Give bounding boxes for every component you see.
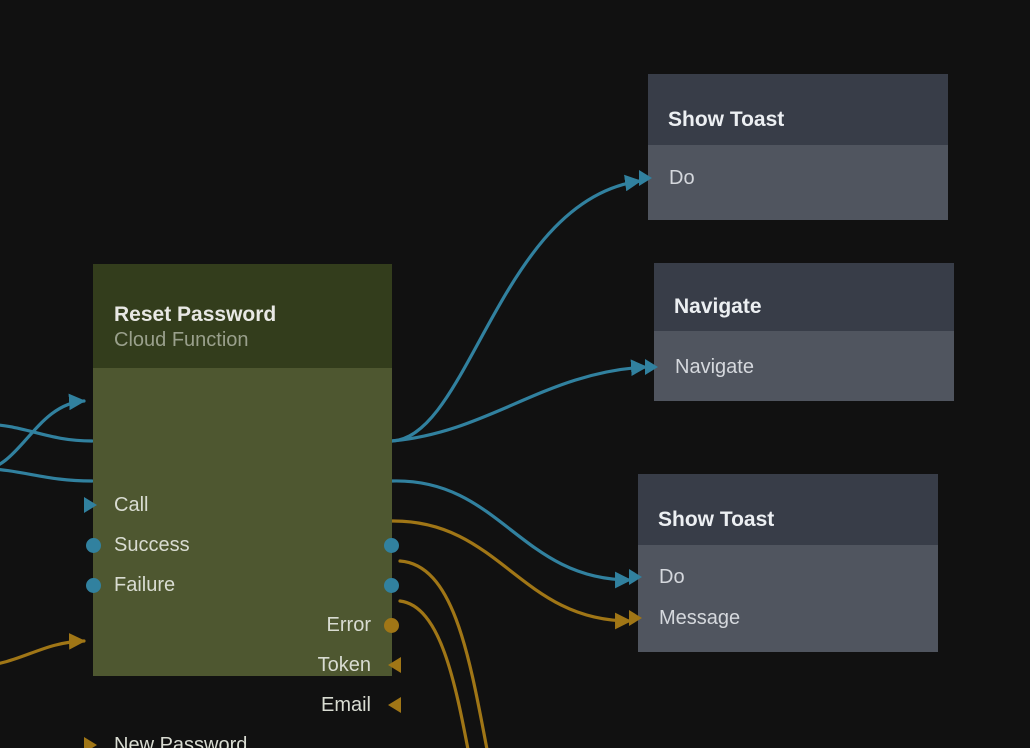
node-body: Call Success Failure New Password: [84, 368, 401, 748]
node-title: Show Toast: [668, 107, 785, 131]
node-subtitle: Cloud Function: [114, 328, 249, 351]
wire-in-failure: [0, 468, 94, 483]
node-navigate[interactable]: Navigate Navigate: [645, 263, 954, 401]
node-show-toast-1[interactable]: Show Toast Do: [639, 74, 948, 220]
data-arrow-icon[interactable]: [388, 657, 401, 673]
node-show-toast-2[interactable]: Show Toast Do Message: [629, 474, 938, 652]
port-row-do[interactable]: Do: [639, 165, 695, 191]
wire-in-new-password: [0, 633, 86, 665]
node-body: Do Message: [629, 545, 938, 652]
port-label: Success: [114, 534, 190, 556]
data-dot-icon[interactable]: [384, 618, 399, 633]
node-reset-password[interactable]: Reset Password Cloud Function Call Succe…: [84, 264, 401, 748]
node-body: Do: [639, 145, 948, 220]
exec-dot-icon[interactable]: [86, 538, 101, 553]
port-label: Call: [114, 494, 149, 516]
port-label: Token: [317, 654, 371, 676]
port-row-email[interactable]: Email: [320, 692, 401, 718]
port-row-token[interactable]: Token: [317, 652, 401, 678]
exec-arrow-icon[interactable]: [629, 569, 642, 585]
node-title: Reset Password: [114, 302, 277, 326]
wire-success-to-toast1-do: [390, 174, 642, 443]
port-label: Message: [659, 607, 741, 629]
port-row-exec-out-2[interactable]: [371, 572, 399, 598]
port-label: Do: [669, 167, 695, 189]
data-arrow-icon[interactable]: [629, 610, 642, 626]
port-label: Navigate: [675, 356, 754, 378]
port-row-navigate[interactable]: Navigate: [645, 354, 754, 380]
port-label: New Password: [114, 734, 248, 748]
port-row-exec-out-1[interactable]: [371, 532, 399, 558]
exec-arrow-icon[interactable]: [639, 170, 652, 186]
exec-dot-icon[interactable]: [86, 578, 101, 593]
node-header[interactable]: Show Toast: [648, 74, 948, 145]
port-row-success[interactable]: Success: [86, 532, 190, 558]
wire-email-from-offscreen: [398, 599, 470, 748]
node-title: Navigate: [674, 294, 762, 318]
port-row-failure[interactable]: Failure: [86, 572, 176, 598]
port-row-error[interactable]: Error: [326, 612, 399, 638]
data-arrow-icon[interactable]: [388, 697, 401, 713]
wire-error-to-toast2-message: [390, 519, 632, 630]
wire-failure-to-toast2-do: [390, 479, 632, 589]
port-row-call[interactable]: Call: [84, 492, 149, 518]
exec-dot-icon[interactable]: [384, 538, 399, 553]
node-header[interactable]: Navigate: [654, 263, 954, 331]
port-row-do[interactable]: Do: [629, 564, 685, 590]
wire-in-call: [0, 393, 86, 466]
port-row-new-password[interactable]: New Password: [84, 732, 248, 748]
data-arrow-icon[interactable]: [84, 737, 97, 748]
node-header[interactable]: Reset Password Cloud Function: [93, 264, 392, 368]
exec-arrow-icon[interactable]: [645, 359, 658, 375]
exec-arrow-icon[interactable]: [84, 497, 97, 513]
port-row-message[interactable]: Message: [629, 605, 741, 631]
node-header[interactable]: Show Toast: [638, 474, 938, 545]
node-body: Navigate: [645, 331, 954, 401]
wire-in-success: [0, 423, 94, 443]
wire-token-from-offscreen: [398, 559, 489, 748]
port-label: Email: [320, 694, 371, 716]
port-label: Do: [659, 566, 685, 588]
wire-success-to-navigate: [390, 359, 648, 443]
port-label: Error: [326, 614, 371, 636]
node-title: Show Toast: [658, 507, 775, 531]
port-label: Failure: [114, 574, 176, 596]
exec-dot-icon[interactable]: [384, 578, 399, 593]
